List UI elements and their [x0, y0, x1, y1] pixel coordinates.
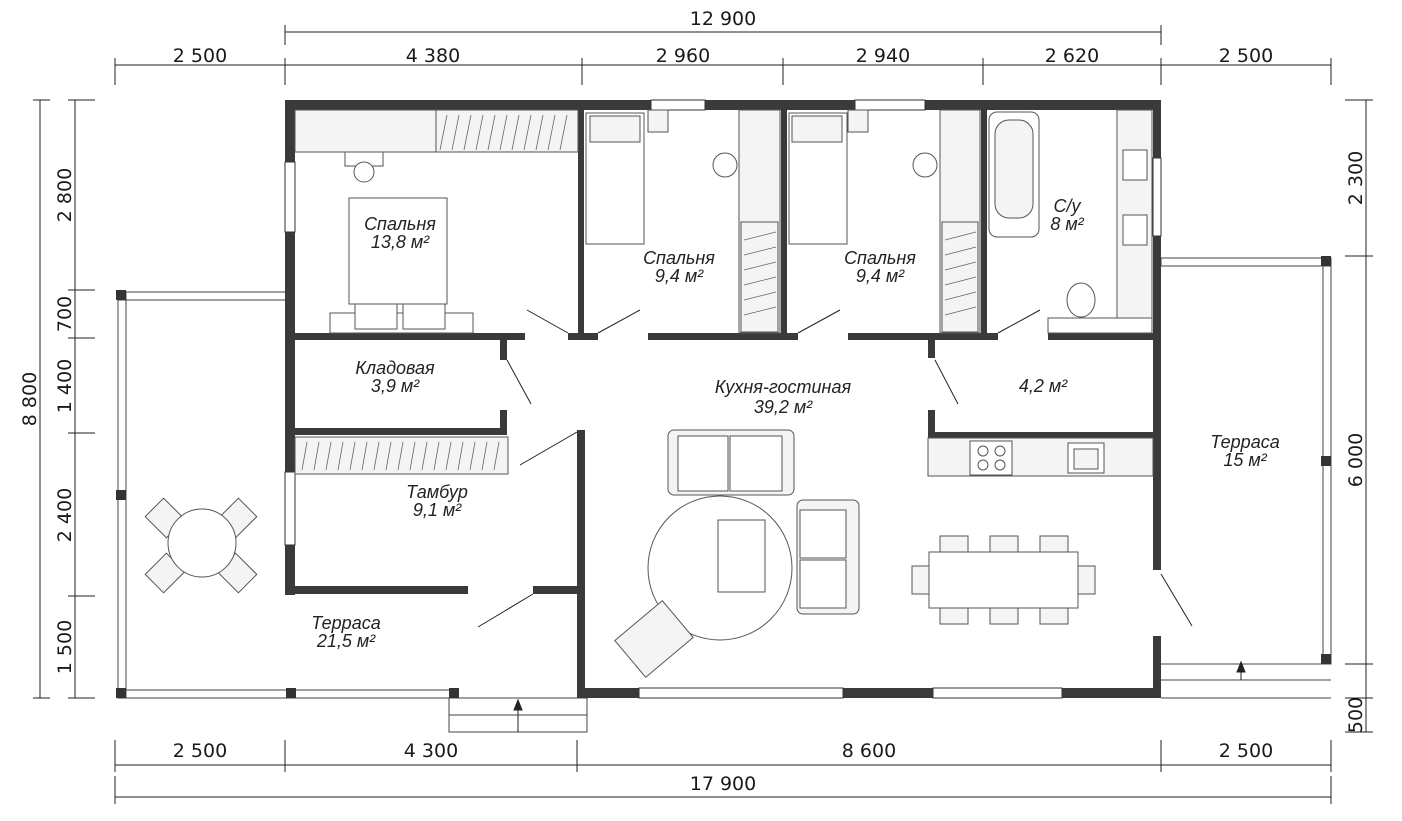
room-name: Терраса [311, 613, 380, 633]
dim-left-5: 1 500 [54, 620, 76, 674]
room-name: Кладовая [355, 358, 435, 378]
room-area: 15 м² [1223, 450, 1267, 470]
room-name: Кухня-гостиная [715, 377, 852, 397]
dim-right-3: 500 [1345, 697, 1367, 733]
dim-bottom-3: 8 600 [842, 740, 896, 762]
doors [477, 309, 1193, 628]
walls [285, 100, 1161, 698]
room-name: Тамбур [406, 482, 468, 502]
coffee-table [717, 519, 766, 593]
room-area: 8 м² [1050, 214, 1084, 234]
dimension-labels: 12 900 2 500 4 380 2 960 2 940 2 620 2 5… [19, 8, 1367, 795]
room-name: Терраса [1210, 432, 1279, 452]
dim-top-4: 2 940 [856, 45, 910, 67]
chair-icon [712, 152, 738, 178]
dim-bottom-2: 4 300 [404, 740, 458, 762]
stove-icon [969, 440, 1013, 476]
kitchen-counter [927, 437, 1154, 477]
room-area: 13,8 м² [371, 232, 430, 252]
chair-icon [912, 152, 938, 178]
room-area: 21,5 м² [316, 631, 376, 651]
room-labels: Спальня 13,8 м² Спальня 9,4 м² Спальня 9… [311, 196, 1279, 651]
dim-top-5: 2 620 [1045, 45, 1099, 67]
bedroom1-furniture [294, 109, 579, 334]
dim-left-4: 2 400 [54, 488, 76, 542]
dim-bottom-total: 17 900 [690, 773, 756, 795]
dim-top-total: 12 900 [690, 8, 756, 30]
windows [284, 99, 1162, 699]
armchair-icon [614, 599, 694, 679]
bathroom-fixtures [988, 109, 1153, 334]
dim-top-6: 2 500 [1219, 45, 1273, 67]
entry-arrow-icon [513, 660, 1246, 732]
bedroom2-furniture [585, 109, 781, 334]
toilet-icon [1066, 282, 1096, 318]
room-area: 9,4 м² [856, 266, 905, 286]
dim-left-total: 8 800 [19, 372, 41, 426]
dim-left-2: 700 [54, 296, 76, 332]
room-name: Спальня [643, 248, 715, 268]
dining-table [928, 551, 1079, 609]
dim-top-2: 4 380 [406, 45, 460, 67]
vestibule-wardrobe [294, 436, 509, 475]
dimension-lines [33, 25, 1373, 804]
bedroom3-furniture [788, 109, 981, 334]
room-area: 4,2 м² [1019, 376, 1068, 396]
room-area: 39,2 м² [754, 397, 813, 417]
dim-left-3: 1 400 [54, 359, 76, 413]
dim-top-3: 2 960 [656, 45, 710, 67]
dim-right-1: 2 300 [1345, 151, 1367, 205]
room-name: Спальня [844, 248, 916, 268]
dim-bottom-4: 2 500 [1219, 740, 1273, 762]
dim-bottom-1: 2 500 [173, 740, 227, 762]
outdoor-table-icon [144, 497, 258, 594]
room-area: 9,1 м² [413, 500, 462, 520]
desk-chair-icon [344, 151, 384, 183]
room-name: Спальня [364, 214, 436, 234]
dim-left-1: 2 800 [54, 168, 76, 222]
dim-right-2: 6 000 [1345, 433, 1367, 487]
dim-top-1: 2 500 [173, 45, 227, 67]
living-room-furniture [614, 429, 860, 679]
room-area: 9,4 м² [655, 266, 704, 286]
room-name: С/у [1054, 196, 1082, 216]
dining-set [911, 535, 1096, 625]
room-area: 3,9 м² [371, 376, 420, 396]
